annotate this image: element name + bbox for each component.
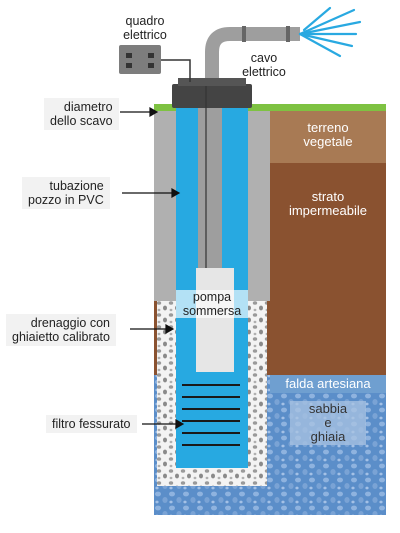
label-pompa: pompa sommersa bbox=[176, 290, 248, 318]
label-drenaggio-line1: drenaggio con bbox=[30, 316, 110, 330]
label-tubazione: tubazione pozzo in PVC bbox=[22, 177, 110, 209]
filter-slots bbox=[182, 384, 240, 446]
label-strato-line1: strato bbox=[311, 189, 345, 204]
submersible-pump bbox=[196, 268, 234, 372]
power-cable bbox=[161, 59, 191, 82]
label-pompa-line1: pompa bbox=[192, 290, 232, 304]
label-falda: falda artesiana bbox=[272, 377, 384, 391]
panel-socket-3 bbox=[126, 63, 132, 68]
water-spray bbox=[298, 6, 362, 58]
grass-layer bbox=[154, 104, 386, 111]
label-sabbia-line2: e bbox=[324, 415, 332, 430]
label-tubazione-line1: tubazione bbox=[49, 179, 104, 193]
label-diametro-line1: diametro bbox=[63, 100, 113, 114]
label-falda-text: falda artesiana bbox=[285, 376, 371, 391]
pipe-flange-2 bbox=[286, 26, 290, 42]
panel-socket-1 bbox=[126, 53, 132, 58]
electrical-panel bbox=[119, 45, 161, 74]
label-filtro: filtro fessurato bbox=[46, 415, 137, 433]
label-terreno-line2: vegetale bbox=[303, 134, 353, 149]
label-diametro: diametro dello scavo bbox=[44, 98, 119, 130]
label-tubazione-line2: pozzo in PVC bbox=[28, 193, 104, 207]
label-quadro-line1: quadro bbox=[125, 14, 165, 28]
label-cavo-line2: elettrico bbox=[242, 65, 286, 79]
riser-pipe bbox=[198, 108, 222, 268]
label-drenaggio-line2: ghiaietto calibrato bbox=[12, 330, 110, 344]
artesian-band bbox=[270, 375, 386, 393]
label-cavo: cavo elettrico bbox=[232, 51, 296, 79]
label-terreno: terreno vegetale bbox=[272, 121, 384, 149]
label-sabbia-line3: ghiaia bbox=[310, 429, 346, 444]
label-strato-line2: impermeabile bbox=[288, 203, 368, 218]
label-cavo-line1: cavo bbox=[250, 51, 278, 65]
label-sabbia-line1: sabbia bbox=[308, 401, 348, 416]
pipe-flange bbox=[242, 26, 246, 42]
label-terreno-line1: terreno bbox=[307, 120, 349, 135]
label-strato: strato impermeabile bbox=[272, 190, 384, 218]
label-quadro-line2: elettrico bbox=[123, 28, 167, 42]
well-cap bbox=[172, 84, 252, 108]
panel-socket-2 bbox=[148, 53, 154, 58]
label-diametro-line2: dello scavo bbox=[50, 114, 113, 128]
label-pompa-line2: sommersa bbox=[182, 304, 242, 318]
label-drenaggio: drenaggio con ghiaietto calibrato bbox=[6, 314, 116, 346]
panel-socket-4 bbox=[148, 63, 154, 68]
label-quadro: quadro elettrico bbox=[114, 14, 176, 42]
well-cap-top bbox=[178, 78, 246, 86]
leader-lines bbox=[120, 106, 185, 430]
label-filtro-text: filtro fessurato bbox=[52, 417, 131, 431]
label-sabbia: sabbia e ghiaia bbox=[290, 401, 366, 445]
discharge-pipe bbox=[205, 27, 300, 78]
